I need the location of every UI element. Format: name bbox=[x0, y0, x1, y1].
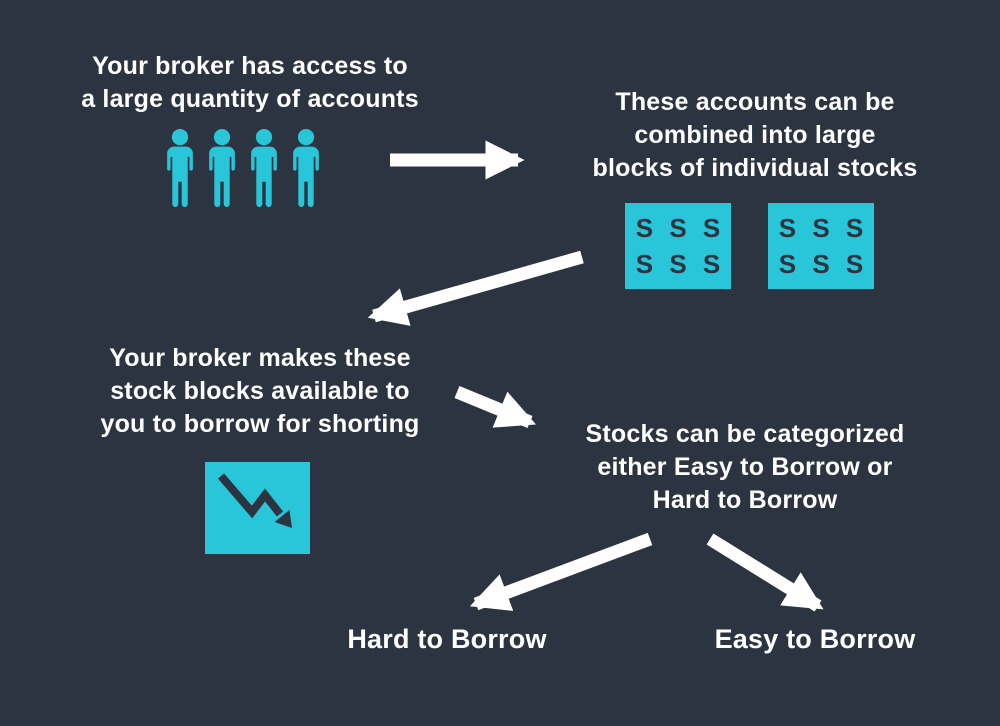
arrow-to-hard-to-borrow bbox=[469, 532, 653, 611]
person-icon bbox=[167, 129, 193, 207]
person-icon bbox=[209, 129, 235, 207]
outcome-easy-label: Easy to Borrow bbox=[714, 624, 916, 654]
arrow-blocks-to-broker bbox=[367, 250, 584, 326]
person-icon bbox=[293, 129, 319, 207]
step3-text: Your broker makes these stock blocks ava… bbox=[100, 344, 420, 438]
stock-block-icon: S S S S S S bbox=[625, 203, 731, 289]
arrow-broker-to-categories bbox=[454, 385, 537, 429]
step1-text: Your broker has access to a large quanti… bbox=[81, 52, 419, 113]
arrow-to-easy-to-borrow bbox=[706, 533, 824, 612]
step2-text: These accounts can be combined into larg… bbox=[592, 88, 918, 182]
stock-block-icon: S S S S S S bbox=[768, 203, 874, 289]
step4-text: Stocks can be categorized either Easy to… bbox=[585, 420, 905, 514]
person-icon bbox=[251, 129, 277, 207]
stock-blocks: S S S S S S S S S S S S bbox=[625, 203, 874, 289]
outcome-hard-label: Hard to Borrow bbox=[347, 624, 547, 654]
accounts-people-icons bbox=[162, 122, 324, 214]
declining-chart-icon bbox=[205, 462, 310, 554]
